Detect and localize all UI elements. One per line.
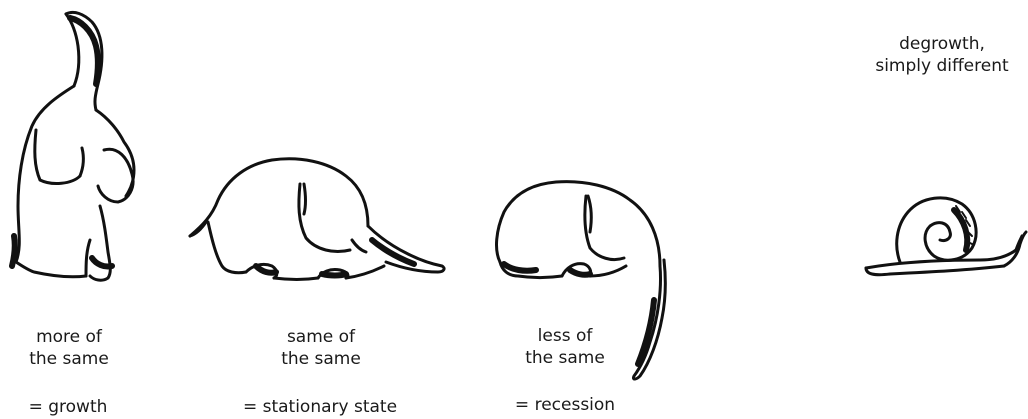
recession-label: less of the same xyxy=(525,325,605,369)
degrowth-label-line1: degrowth, xyxy=(875,33,1008,55)
stationary-label: same of the same xyxy=(281,326,361,370)
growth-label-line2: the same xyxy=(29,348,109,370)
stationary-label-line1: same of xyxy=(281,326,361,348)
recession-label-line1: less of xyxy=(525,325,605,347)
stationary-label-line2: the same xyxy=(281,348,361,370)
growth-label: more of the same xyxy=(29,326,109,370)
growth-equation: = growth xyxy=(29,396,108,418)
degrowth-label: degrowth, simply different xyxy=(875,33,1008,77)
growth-label-line1: more of xyxy=(29,326,109,348)
recession-equation: = recession xyxy=(515,394,615,416)
degrowth-label-line2: simply different xyxy=(875,55,1008,77)
stationary-equation: = stationary state xyxy=(243,396,397,418)
recession-label-line2: the same xyxy=(525,347,605,369)
